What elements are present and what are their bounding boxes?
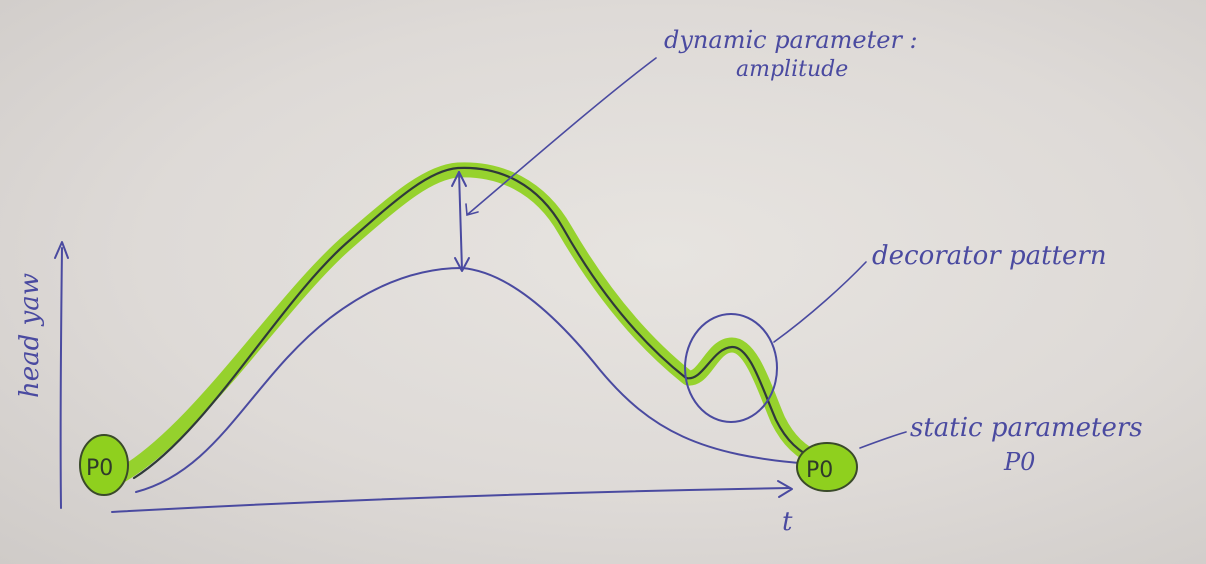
end-node-fill (796, 442, 858, 492)
amplitude-arrow-head-bottom (454, 257, 470, 272)
dynamic-parameter-label: dynamic parameter : (664, 26, 918, 54)
x-axis-label: t (782, 507, 793, 537)
end-node-label: P0 (806, 458, 833, 483)
base-curve (135, 267, 813, 493)
start-node-fill (79, 434, 129, 496)
dynamic-pointer-head (465, 203, 479, 217)
y-axis-label: head yaw (15, 273, 45, 398)
decorator-pointer-line (773, 261, 867, 343)
y-axis-line (59, 247, 63, 509)
static-parameters-label: static parameters (910, 413, 1143, 443)
dynamic-pointer-line (467, 57, 657, 215)
start-node-label: P0 (86, 456, 113, 481)
amplitude-label: amplitude (736, 57, 848, 82)
static-pointer-line (859, 431, 907, 449)
dynamic-curve (132, 166, 822, 480)
amplitude-arrow (458, 171, 463, 271)
y-axis-arrow (54, 241, 69, 259)
x-axis-line (111, 487, 791, 513)
decorator-circle (684, 313, 778, 423)
static-parameters-value: P0 (1003, 448, 1035, 476)
amplitude-arrow-head-top (451, 171, 467, 187)
x-axis-arrow (777, 480, 793, 498)
decorator-pattern-label: decorator pattern (872, 241, 1107, 271)
